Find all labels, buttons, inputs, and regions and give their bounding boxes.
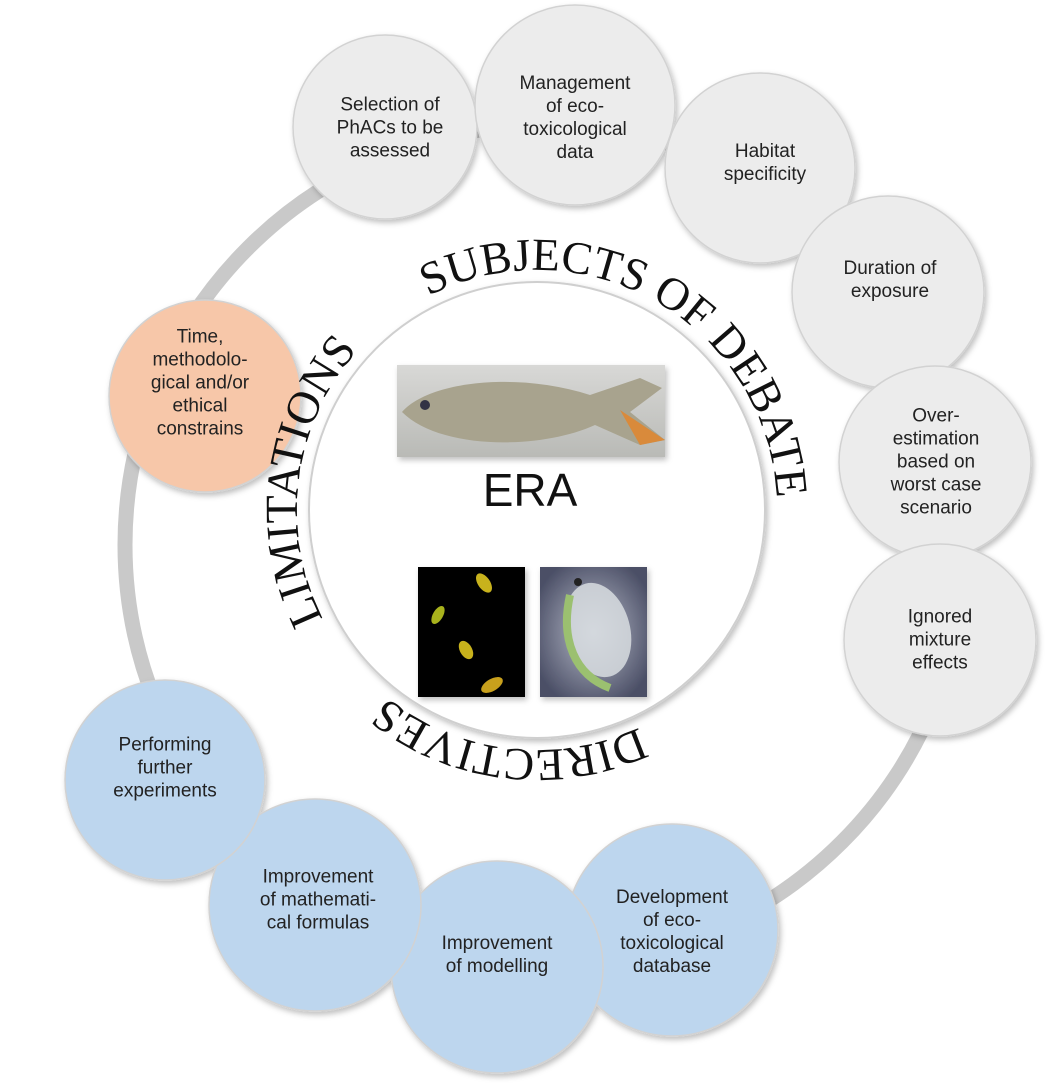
subject-label-5: Over- estimation based on worst case sce… [890,405,982,519]
directive-circle-2 [208,798,422,1012]
subject-label-4: Duration of exposure [843,258,937,302]
subject-label-2: Management of eco- toxicological data [519,73,631,163]
fish-image [397,365,665,457]
directive-label-4: Development of eco- toxicological databa… [616,887,728,977]
center-title: ERA [483,464,578,516]
subject-circle-3 [664,72,856,264]
subject-label-3: Habitat specificity [723,141,807,185]
directive-circle-1 [64,679,266,881]
bacteria-image [418,567,525,697]
daphnia-image [540,567,647,697]
directive-label-2: Improvement of mathemati- cal formulas [259,866,377,934]
subject-circle-6 [843,543,1037,737]
subject-label-1: Selection of PhACs to be assessed [336,94,444,162]
directive-label-3: Improvement of modelling [441,933,553,977]
subject-label-6: Ignored mixture effects [907,606,973,674]
subject-circle-2 [474,4,676,206]
limitation-circle-1 [108,299,302,493]
limitation-label-1: Time, methodolo- gical and/or ethical co… [150,326,250,440]
directive-label-1: Performing further experiments [113,734,217,802]
